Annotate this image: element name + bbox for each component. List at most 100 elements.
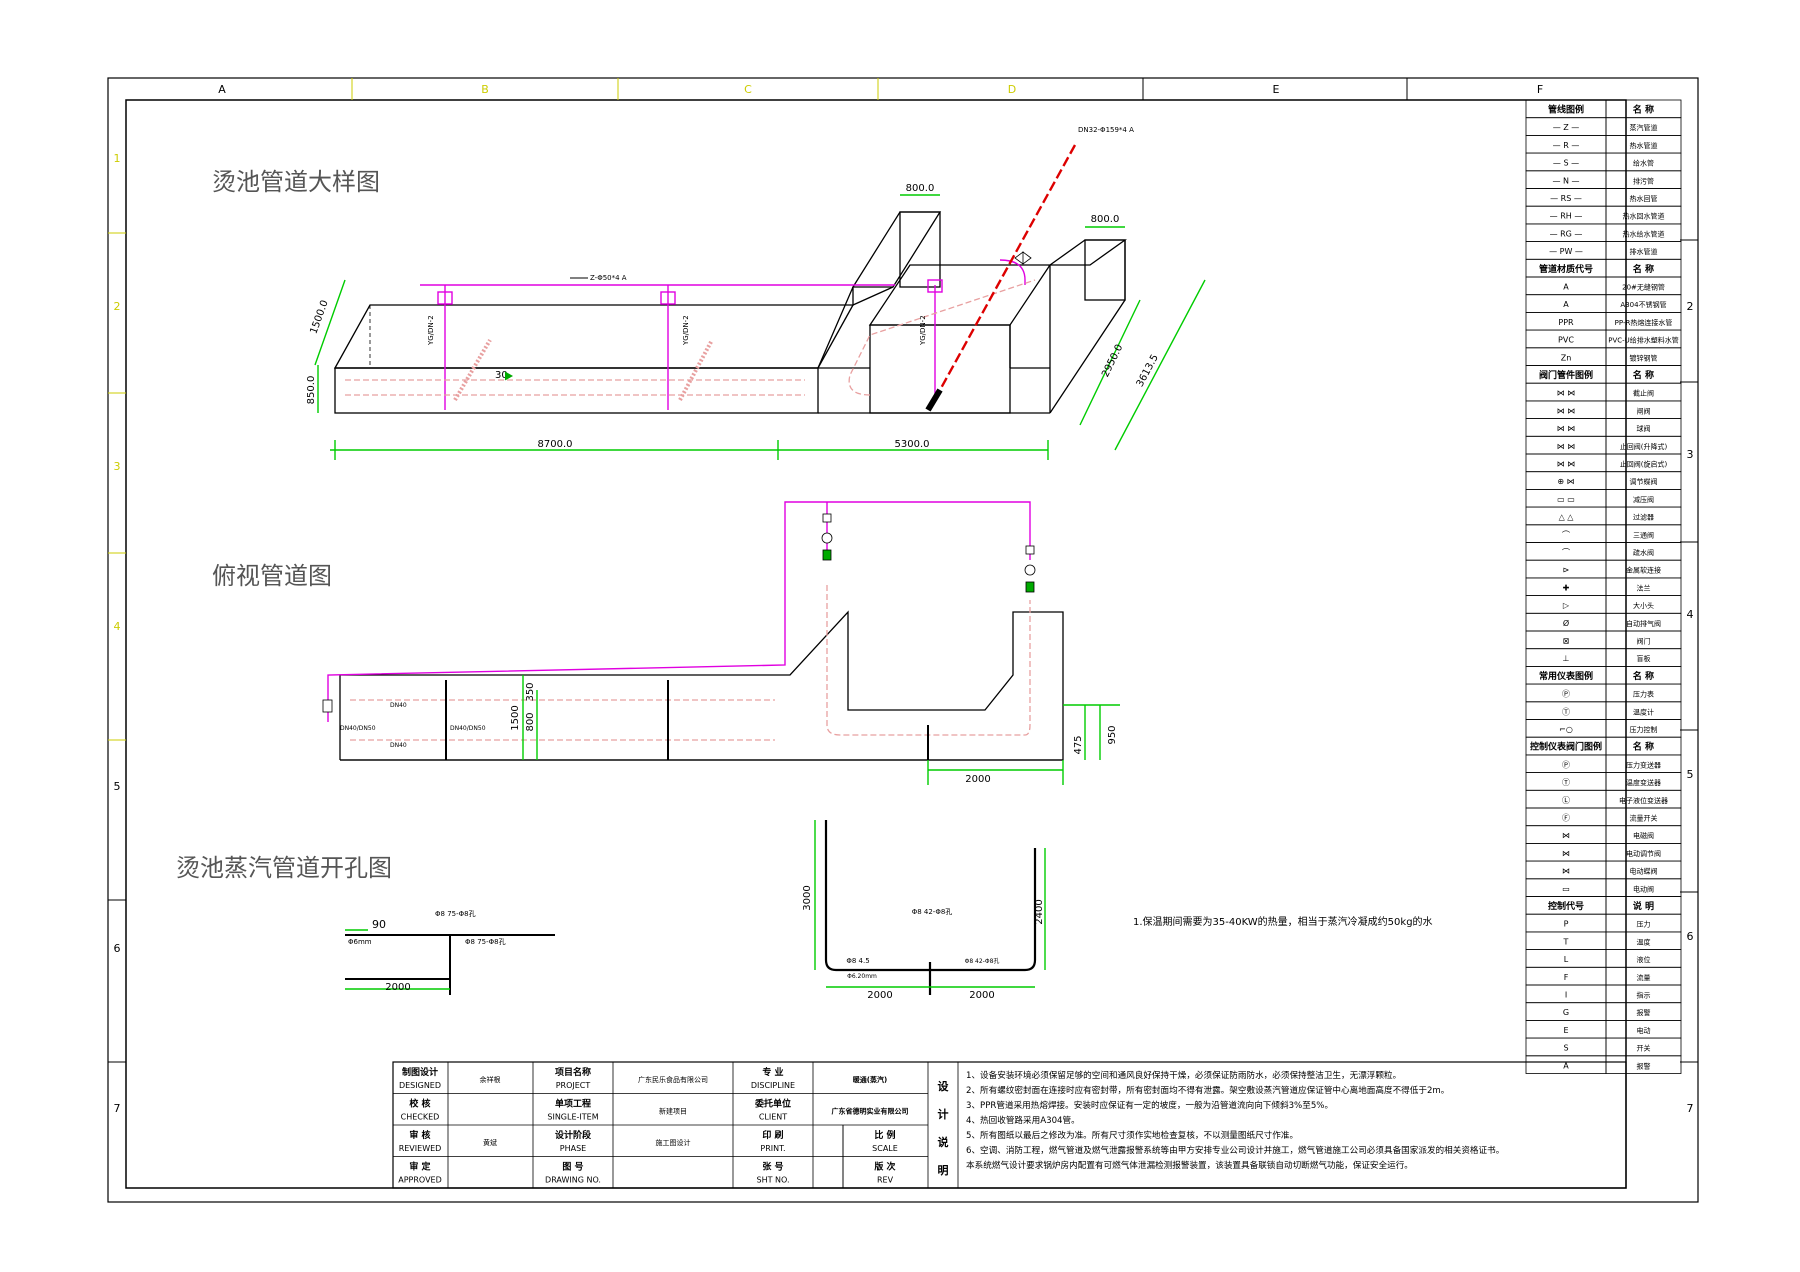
tb-key: 委托单位 [754, 1098, 791, 1110]
legend-row: ⌒三通阀 [1525, 524, 1682, 543]
col-label-a: A [218, 83, 226, 96]
legend-name: 热水管道 [1630, 141, 1658, 150]
legend-symbol: F [1564, 973, 1569, 982]
legend-name: 电子液位变送器 [1619, 796, 1668, 805]
plan-dim-350: 350 [525, 682, 536, 701]
steam-pipe-label: Z-Φ50*4 A [590, 274, 627, 282]
tb-item: 项目名称 [555, 1066, 591, 1078]
svg-text:说: 说 [938, 1135, 949, 1149]
legend-name: 压力变送器 [1626, 760, 1661, 769]
tb-value: 新建项目 [659, 1107, 687, 1116]
legend-row: — RH —热水回水管道 [1525, 205, 1682, 225]
detail-coil-pipe [345, 279, 1036, 402]
plan-dim-950: 950 [1107, 725, 1118, 744]
legend-symbol: 控制仪表阀门图例 [1530, 741, 1602, 753]
legend-symbol: ⌐○ [1559, 725, 1573, 734]
legend-name: 排水管道 [1630, 247, 1658, 256]
legend-symbol: — S — [1553, 159, 1579, 168]
row-label-1: 1 [114, 152, 121, 165]
gas-pipe-label: DN32-Φ159*4 A [1078, 126, 1134, 134]
detail-gas-pipe: DN32-Φ159*4 A [925, 126, 1134, 412]
legend-symbol: Ⓣ [1562, 778, 1570, 787]
legend-name: PP-R热熔连接水管 [1615, 318, 1673, 327]
tb-item: 图 号 [562, 1162, 583, 1173]
design-note: 3、PPR管道采用热熔焊接。安装时应保证有一定的坡度，一般为沿管道流向向下倾斜3… [966, 1099, 1333, 1111]
row-label-right-4: 4 [1687, 608, 1694, 621]
legend-symbol: ⊠ [1563, 637, 1570, 646]
tb-key: 印 刷 [762, 1129, 783, 1141]
legend-symbol: ⋈ ⋈ [1557, 460, 1576, 469]
legend-name: 压力 [1637, 920, 1651, 929]
legend-name: 电动调节阀 [1626, 849, 1661, 858]
row-label-4: 4 [114, 620, 121, 633]
legend-name: 电动 [1637, 1026, 1651, 1035]
perf-top-label: Φ8 75-Φ8孔 [435, 910, 476, 918]
plan-dim-1500: 1500 [510, 705, 521, 730]
col-label-b: B [481, 83, 489, 96]
tb-key3: 比 例 [874, 1129, 895, 1141]
legend-symbol: Ⓟ [1562, 760, 1570, 769]
row-label-6: 6 [114, 942, 121, 955]
legend-name: 电动阀 [1633, 884, 1654, 893]
dim-800-b: 800.0 [1091, 214, 1120, 225]
legend-name: 蒸汽管道 [1630, 123, 1658, 132]
legend-name: 镀锌钢管 [1630, 353, 1658, 362]
legend-symbol: — R — [1553, 141, 1580, 150]
plan-steam-pipe [327, 501, 1031, 722]
legend-name: 疏水阀 [1633, 548, 1654, 557]
legend-name: 止回阀(旋启式) [1620, 460, 1668, 469]
plan-label-dn-a: DN40 [390, 702, 407, 709]
legend-name: 温度计 [1633, 707, 1654, 716]
tb-role: 审 核 [409, 1129, 430, 1141]
dim-8700: 8700.0 [538, 439, 573, 450]
legend-symbol: ⋈ ⋈ [1557, 442, 1576, 451]
legend-symbol: ✚ [1563, 583, 1570, 592]
row-label-7: 7 [114, 1102, 121, 1115]
tb-key: 张 号 [762, 1161, 783, 1173]
plan-dimensions [522, 675, 1120, 785]
design-note: 5、所有图纸以最后之修改为准。所有尺寸须作实地检查复核，不以测量图纸尺寸作准。 [966, 1129, 1298, 1141]
legend-row: ⋈ ⋈球阀 [1525, 418, 1682, 437]
legend-symbol: ⋈ ⋈ [1557, 424, 1576, 433]
legend-symbol: PPR [1558, 318, 1574, 327]
legend-name: 报警 [1637, 1061, 1651, 1070]
col-label-c: C [744, 83, 752, 96]
legend-row: ✚法兰 [1525, 577, 1682, 597]
tb-key-en: SHT NO. [756, 1176, 789, 1185]
legend-row: — RG —热水给水管道 [1525, 223, 1682, 242]
tb-value2: 广东省德明实业有限公司 [832, 1107, 909, 1116]
tb-item: 设计阶段 [555, 1129, 592, 1141]
legend-symbol: A [1563, 1061, 1569, 1070]
perf-bottom-a: 2000 [867, 990, 892, 1001]
legend-symbol: △ △ [1559, 513, 1575, 522]
legend-name: 热水给水管道 [1623, 229, 1665, 238]
legend-symbol: — RS — [1550, 194, 1582, 203]
perforation-right [824, 820, 1037, 995]
tb-key-en: CLIENT [759, 1113, 787, 1122]
legend-symbol: ⋈ ⋈ [1557, 406, 1576, 415]
tb-role-en: APPROVED [398, 1176, 442, 1185]
legend-name: 开关 [1637, 1044, 1651, 1053]
heat-requirement-note: 1.保温期间需要为35-40KW的热量，相当于蒸汽冷凝成约50kg的水 [1133, 915, 1433, 928]
legend-name: A304不锈钢管 [1620, 300, 1666, 309]
legend-symbol: 管道材质代号 [1539, 263, 1593, 275]
legend-row: ▭ ▭减压阀 [1525, 488, 1682, 508]
tb-item-en: PROJECT [556, 1081, 591, 1090]
legend-row: — R — 热水管道 [1525, 134, 1682, 154]
legend-row: ⊠阀门 [1525, 630, 1682, 650]
legend-row: ⌐○压力控制 [1525, 719, 1682, 738]
legend-symbol: Ⓕ [1562, 814, 1570, 823]
tb-item-en: SINGLE-ITEM [547, 1113, 598, 1122]
row-labels-left: 1 2 3 4 5 6 7 [108, 152, 126, 1115]
